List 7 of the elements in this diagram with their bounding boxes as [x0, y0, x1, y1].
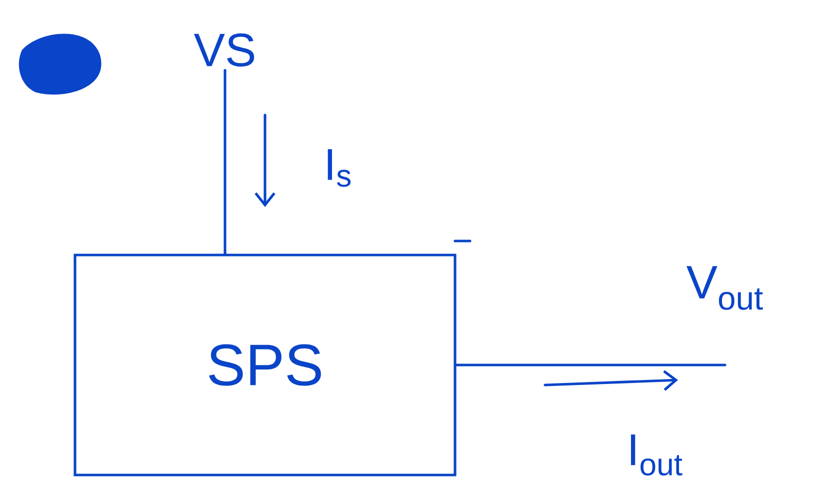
current-label: I$_{out}$	[630, 434, 682, 476]
wire	[455, 364, 726, 366]
voltage-label: VS	[194, 33, 254, 67]
wire	[224, 68, 226, 255]
voltage-label: V$_{out}$	[686, 266, 763, 310]
current-label: I$_{s}$	[328, 149, 351, 187]
process-box: SPS	[74, 254, 456, 476]
